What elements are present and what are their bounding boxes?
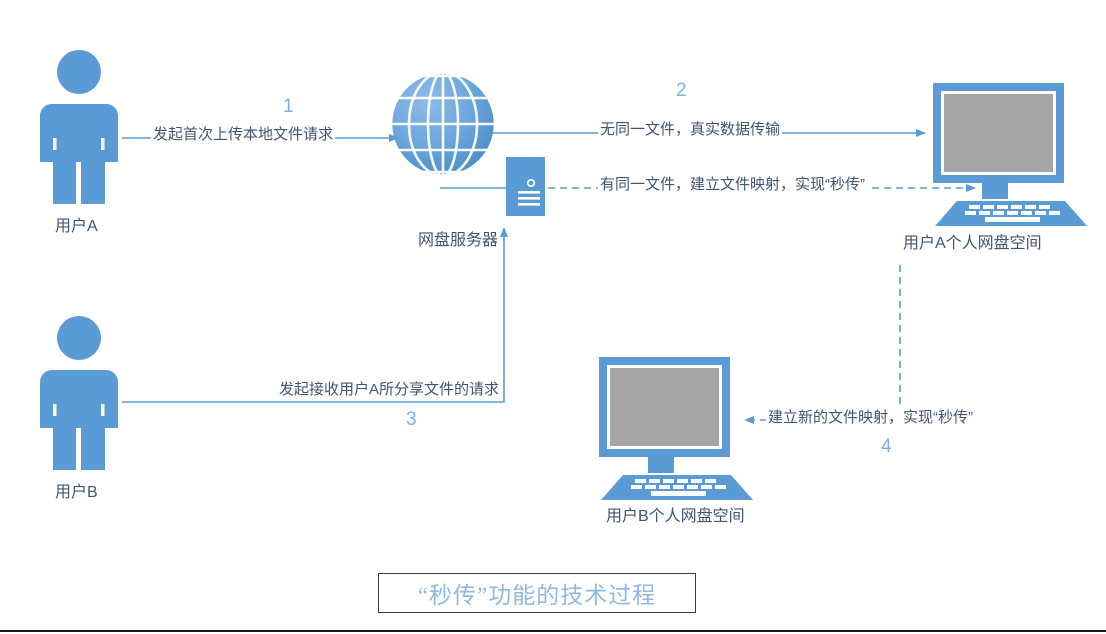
edge-3-connector [122, 227, 508, 403]
edge-number-3: 3 [406, 409, 417, 430]
edge-number-2: 2 [676, 80, 687, 101]
server-rack-icon [506, 157, 545, 216]
caption-box: “秒传”功能的技术过程 [378, 573, 696, 613]
globe-icon [389, 70, 497, 178]
node-label-user-b: 用户B [55, 484, 98, 501]
node-label-server: 网盘服务器 [418, 232, 499, 249]
node-label-disk-a: 用户A个人网盘空间 [903, 235, 1042, 252]
edge-label-1: 发起首次上传本地文件请求 [151, 126, 336, 144]
node-label-disk-b: 用户B个人网盘空间 [606, 508, 745, 525]
edge-number-1: 1 [283, 96, 294, 117]
edge-label-4: 建立新的文件映射，实现“秒传” [766, 409, 975, 427]
edge-label-3: 发起接收用户A所分享文件的请求 [277, 381, 502, 399]
person-icon-user-b [40, 316, 118, 470]
caption-title: “秒传”功能的技术过程 [417, 583, 657, 608]
edge-4-connector [744, 265, 901, 424]
edge-number-4: 4 [881, 436, 892, 457]
person-icon-user-a [40, 50, 118, 206]
node-label-user-a: 用户A [55, 218, 98, 235]
edge-label-2b: 有同一文件，建立文件映射，实现“秒传” [598, 176, 867, 194]
edge-label-2: 无同一文件，真实数据传输 [598, 121, 783, 139]
bottom-divider [0, 630, 1106, 632]
computer-icon-disk-b [599, 357, 753, 500]
computer-icon-disk-a [933, 83, 1087, 226]
